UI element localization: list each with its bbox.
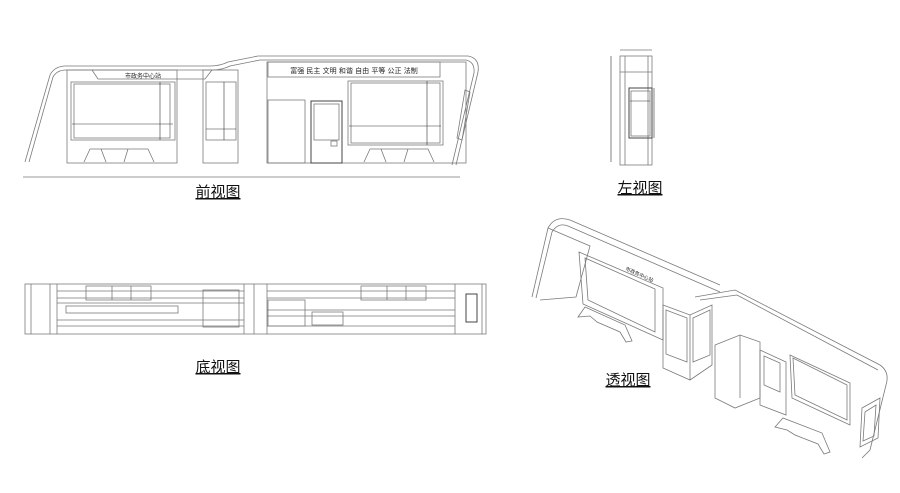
bottom-view: 底视图 — [24, 283, 487, 376]
front-view: 市政务中心站 富强 民主 文明 和谐 自由 平等 公正 法制 前视图 — [23, 55, 479, 201]
perspective-sign-text: 市政务中心站 — [624, 265, 654, 284]
perspective-view-title: 透视图 — [605, 371, 650, 389]
front-view-title: 前视图 — [195, 183, 240, 201]
left-view: 左视图 — [610, 49, 663, 197]
perspective-view: 市政务中心站 透视图 — [531, 218, 888, 459]
front-sign-text: 市政务中心站 — [125, 72, 161, 80]
front-slogan-text: 富强 民主 文明 和谐 自由 平等 公正 法制 — [290, 66, 418, 75]
bottom-view-title: 底视图 — [195, 358, 240, 376]
left-view-title: 左视图 — [617, 179, 662, 197]
